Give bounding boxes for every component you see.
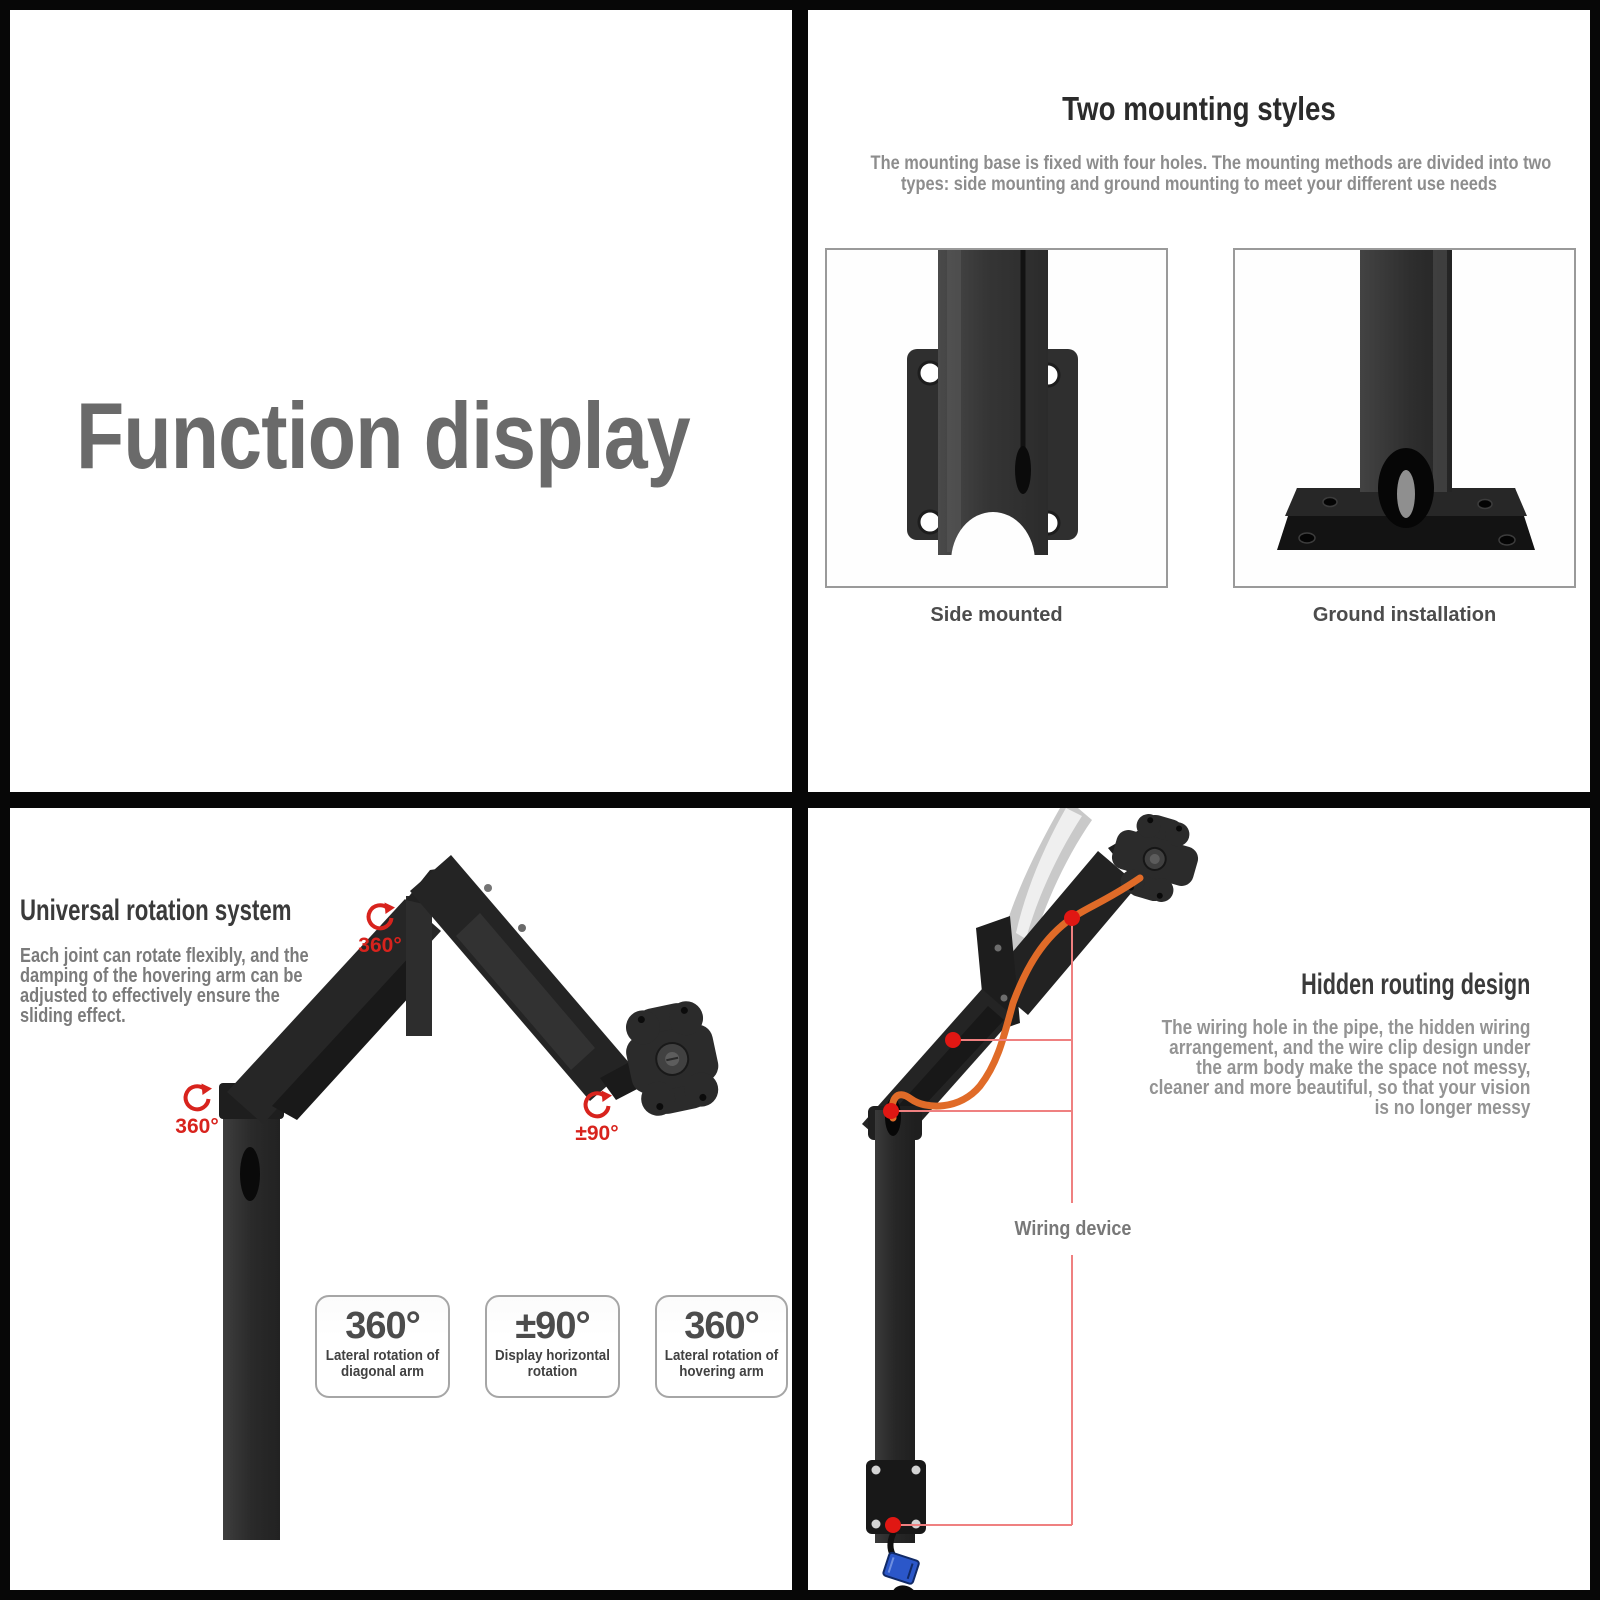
routing-description-line: arrangement, and the wire clip design un…: [1168, 1037, 1530, 1059]
rotation-description-line: sliding effect.: [20, 1004, 126, 1027]
panel-mounting-styles: Two mounting styles The mounting base is…: [808, 10, 1590, 792]
callout-value: 360°: [175, 1115, 219, 1138]
badge-label-line: rotation: [527, 1364, 578, 1380]
function-display-title: Function display: [76, 383, 691, 488]
rotation-arm-illustration: [219, 855, 719, 1540]
routing-title: Hidden routing design: [1300, 968, 1530, 1001]
badge-value: ±90°: [515, 1305, 590, 1347]
routing-description-line: the arm body make the space not messy,: [1195, 1057, 1530, 1079]
rotation-arrow-icon: [183, 1083, 212, 1112]
badge-label-line: hovering arm: [679, 1364, 764, 1380]
ground-mount-pole-illustration: [1277, 250, 1535, 550]
side-mounted-caption: Side mounted: [930, 604, 1063, 626]
badge-value: 360°: [345, 1305, 421, 1347]
badge-value: 360°: [684, 1305, 760, 1347]
divider-horizontal: [0, 792, 1600, 808]
callout-value: 360°: [358, 934, 402, 957]
mounting-subtitle-line2: types: side mounting and ground mounting…: [900, 173, 1498, 195]
routing-description-line: is no longer messy: [1374, 1097, 1530, 1119]
rotation-description: Each joint can rotate flexibly, and the …: [20, 944, 309, 1027]
panel-function-display: Function display: [10, 10, 792, 792]
panel-hidden-routing: Hidden routing design The wiring hole in…: [808, 808, 1590, 1590]
panel-rotation-system: Universal rotation system Each joint can…: [10, 808, 792, 1590]
rotation-title: Universal rotation system: [20, 894, 292, 927]
badge-label-line: diagonal arm: [340, 1364, 425, 1380]
mounting-title: Two mounting styles: [1062, 90, 1336, 127]
wiring-device-label: Wiring device: [1014, 1218, 1132, 1240]
side-mount-pole-illustration: [907, 250, 1078, 612]
mounting-subtitle-line1: The mounting base is fixed with four hol…: [870, 152, 1552, 174]
routing-description-line: The wiring hole in the pipe, the hidden …: [1161, 1017, 1530, 1039]
rotation-arrow-icon: [583, 1090, 612, 1119]
side-mounted-photo: [825, 248, 1168, 612]
callout-hovering-arm-rotation: 360°: [152, 1083, 242, 1139]
ground-installation-caption: Ground installation: [1312, 604, 1497, 626]
routing-description: The wiring hole in the pipe, the hidden …: [1149, 1018, 1530, 1118]
routing-description-line: cleaner and more beautiful, so that your…: [1148, 1077, 1530, 1099]
badge-diagonal-arm-rotation: 360° Lateral rotation of diagonal arm: [315, 1295, 450, 1398]
callout-value: ±90°: [575, 1122, 619, 1145]
badge-label-line: Display horizontal: [495, 1348, 610, 1364]
badge-label-line: Lateral rotation of: [325, 1348, 440, 1364]
badge-hovering-arm-rotation: 360° Lateral rotation of hovering arm: [655, 1295, 788, 1398]
callout-diagonal-arm-rotation: 360°: [335, 902, 425, 958]
ground-installation-photo: [1233, 248, 1576, 588]
routing-arm-illustration: [862, 808, 1199, 1590]
rotation-arrow-icon: [366, 902, 395, 931]
rotation-description-line: Each joint can rotate flexibly, and the: [20, 944, 309, 967]
rotation-description-line: damping of the hovering arm can be: [20, 964, 303, 987]
callout-display-rotation: ±90°: [552, 1090, 642, 1146]
rotation-description-line: adjusted to effectively ensure the: [20, 984, 280, 1007]
badge-display-rotation: ±90° Display horizontal rotation: [485, 1295, 620, 1398]
badge-label-line: Lateral rotation of: [664, 1348, 779, 1364]
